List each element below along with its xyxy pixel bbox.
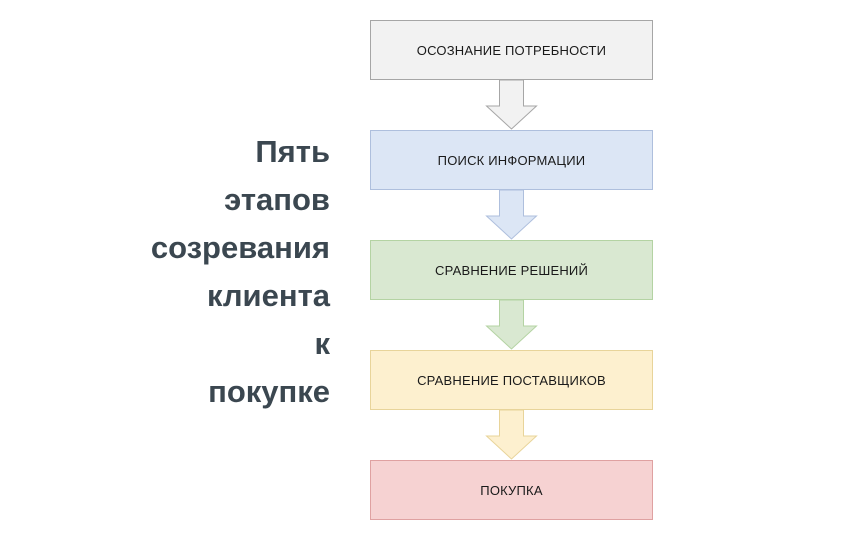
arrow-down-icon-2 [485, 190, 538, 240]
flow-stage-3: СРАВНЕНИЕ РЕШЕНИЙ [370, 240, 653, 300]
stage-label-3: СРАВНЕНИЕ РЕШЕНИЙ [434, 262, 588, 278]
stage-label-1: ОСОЗНАНИЕ ПОТРЕБНОСТИ [416, 42, 607, 58]
page-title: Пять этапов созревания клиента к покупке [150, 134, 330, 409]
stage-box-information-search[interactable]: ПОИСК ИНФОРМАЦИИ [370, 130, 653, 190]
flow-stage-2: ПОИСК ИНФОРМАЦИИ [370, 130, 653, 190]
arrow-down-icon-4 [485, 410, 538, 460]
flow-stage-5: ПОКУПКА [370, 460, 653, 520]
stage-label-5: ПОКУПКА [480, 482, 543, 498]
stage-box-supplier-comparison[interactable]: СРАВНЕНИЕ ПОСТАВЩИКОВ [370, 350, 653, 410]
flow-chart: ОСОЗНАНИЕ ПОТРЕБНОСТИ ПОИСК ИНФОРМАЦИИ С… [370, 20, 653, 520]
arrow-down-icon-3 [485, 300, 538, 350]
arrow-down-icon-1 [485, 80, 538, 130]
flow-stage-1: ОСОЗНАНИЕ ПОТРЕБНОСТИ [370, 20, 653, 80]
stage-label-2: ПОИСК ИНФОРМАЦИИ [437, 152, 586, 168]
stage-label-4: СРАВНЕНИЕ ПОСТАВЩИКОВ [417, 372, 606, 388]
stage-box-purchase[interactable]: ПОКУПКА [370, 460, 653, 520]
flow-stage-4: СРАВНЕНИЕ ПОСТАВЩИКОВ [370, 350, 653, 410]
stage-box-solution-comparison[interactable]: СРАВНЕНИЕ РЕШЕНИЙ [370, 240, 653, 300]
stage-box-awareness[interactable]: ОСОЗНАНИЕ ПОТРЕБНОСТИ [370, 20, 653, 80]
